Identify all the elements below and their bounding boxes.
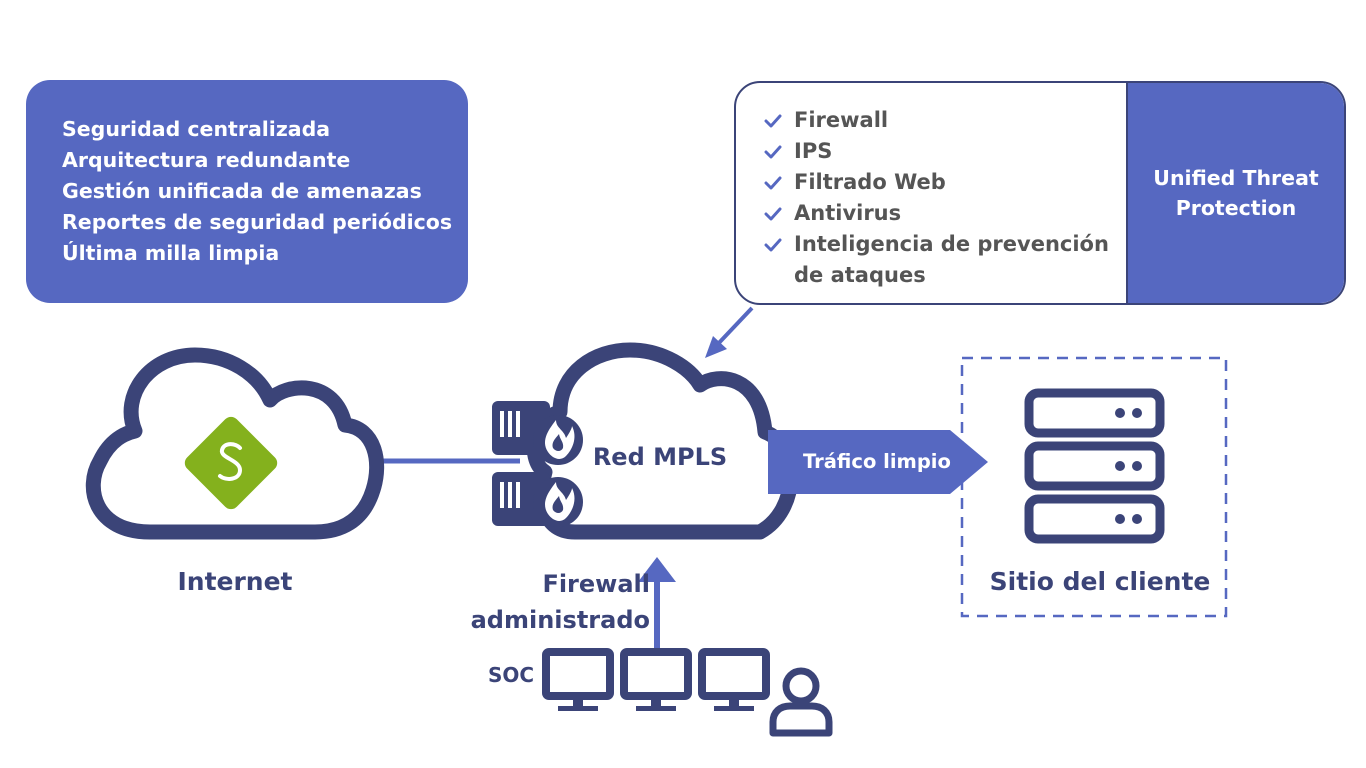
firewall-label: Firewall administrado bbox=[470, 570, 650, 634]
user-icon bbox=[769, 667, 833, 737]
utm-box: Firewall IPS Filtrado Web Antivirus Inte… bbox=[734, 81, 1346, 305]
feature-item: Reportes de seguridad periódicos bbox=[62, 210, 453, 234]
feature-item: Seguridad centralizada bbox=[62, 117, 331, 141]
traffic-label: Tráfico limpio bbox=[803, 450, 951, 473]
utm-label-panel: Unified Threat Protection bbox=[1126, 83, 1344, 303]
internet-label: Internet bbox=[177, 567, 293, 596]
utm-pointer-arrow bbox=[705, 306, 754, 358]
check-icon bbox=[764, 176, 782, 190]
utm-item: Inteligencia de prevención bbox=[762, 229, 1109, 260]
check-icon bbox=[764, 238, 782, 252]
client-site-label: Sitio del cliente bbox=[989, 567, 1211, 596]
check-icon bbox=[764, 114, 782, 128]
server-flame-icon bbox=[492, 401, 583, 465]
utm-item: IPS bbox=[762, 136, 1109, 167]
utm-list: Firewall IPS Filtrado Web Antivirus Inte… bbox=[762, 105, 1109, 291]
feature-item: Última milla limpia bbox=[62, 241, 280, 265]
utm-item: Antivirus bbox=[762, 198, 1109, 229]
utm-item: Filtrado Web bbox=[762, 167, 1109, 198]
features-box: Seguridad centralizada Arquitectura redu… bbox=[26, 80, 468, 303]
check-icon bbox=[764, 207, 782, 221]
soc-label: SOC bbox=[488, 663, 535, 687]
check-icon bbox=[764, 145, 782, 159]
mpls-label: Red MPLS bbox=[592, 443, 728, 471]
utm-item: Firewall bbox=[762, 105, 1109, 136]
soc-up-arrow bbox=[638, 557, 676, 652]
monitor-icon bbox=[542, 648, 614, 711]
server-rack-icon bbox=[1024, 388, 1165, 544]
server-flame-icon bbox=[492, 472, 583, 527]
utm-item-continuation: de ataques bbox=[794, 263, 926, 287]
monitor-icon bbox=[620, 648, 692, 711]
green-diamond-s-icon bbox=[184, 416, 278, 510]
feature-item: Arquitectura redundante bbox=[62, 148, 351, 172]
clean-traffic-arrow bbox=[768, 430, 988, 494]
monitor-icon bbox=[698, 648, 770, 711]
client-site-box bbox=[960, 356, 1228, 618]
utm-label: Unified Threat Protection bbox=[1153, 166, 1319, 220]
feature-item: Gestión unificada de amenazas bbox=[62, 179, 422, 203]
